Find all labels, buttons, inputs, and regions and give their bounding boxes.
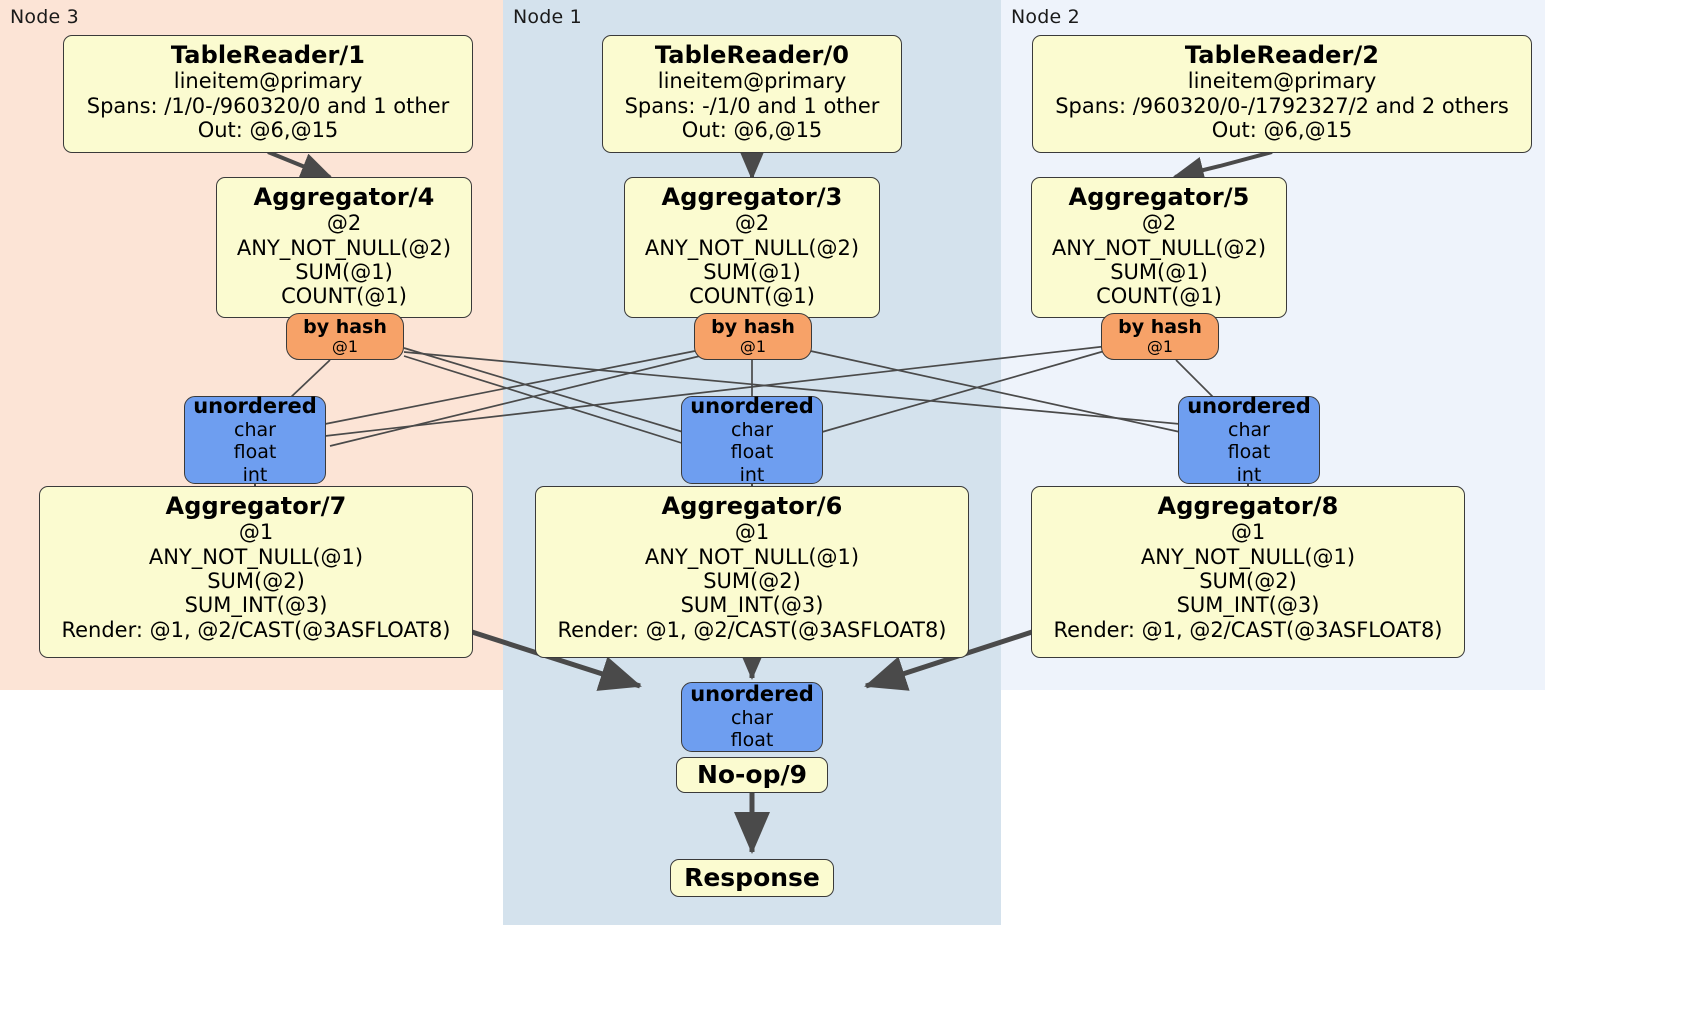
processor-spans: Spans: -/1/0 and 1 other [624, 93, 880, 118]
processor-render: Render: @1, @2/CAST(@3ASFLOAT8) [1053, 617, 1443, 642]
unordered-router-node1[interactable]: unordered char float int [681, 394, 823, 486]
processor-out: Out: @6,@15 [197, 118, 339, 143]
final-unordered-router[interactable]: unordered char float [681, 682, 823, 752]
processor-agg-1: SUM(@1) [1110, 260, 1208, 285]
unordered-router-node2[interactable]: unordered char float int [1178, 394, 1320, 486]
router-type-0: char [731, 418, 773, 441]
processor-aggregator-5[interactable]: Aggregator/5 @2 ANY_NOT_NULL(@2) SUM(@1)… [1031, 177, 1287, 318]
hash-router-title: by hash [303, 315, 387, 338]
processor-agg-1: SUM(@2) [703, 569, 801, 594]
node-panel-label-node1: Node 1 [513, 6, 582, 28]
processor-title: TableReader/1 [170, 41, 366, 69]
router-type-2: int [1236, 463, 1262, 486]
processor-aggregator-4[interactable]: Aggregator/4 @2 ANY_NOT_NULL(@2) SUM(@1)… [216, 177, 472, 318]
processor-group: @1 [1230, 520, 1266, 545]
router-title: unordered [690, 682, 814, 707]
router-type-1: float [233, 441, 277, 464]
processor-agg-2: SUM_INT(@3) [680, 593, 824, 618]
processor-agg-0: ANY_NOT_NULL(@2) [644, 235, 860, 260]
router-type-1: float [730, 729, 774, 752]
processor-agg-0: ANY_NOT_NULL(@2) [236, 235, 452, 260]
processor-agg-1: SUM(@2) [1199, 569, 1297, 594]
router-type-2: int [242, 463, 268, 486]
hash-router-key: @1 [331, 336, 359, 356]
processor-aggregator-3[interactable]: Aggregator/3 @2 ANY_NOT_NULL(@2) SUM(@1)… [624, 177, 880, 318]
hash-router-key: @1 [1146, 336, 1174, 356]
processor-group: @2 [1141, 211, 1177, 236]
processor-title: Aggregator/8 [1157, 492, 1339, 520]
processor-agg-2: COUNT(@1) [1096, 284, 1222, 309]
processor-title: Aggregator/3 [661, 183, 843, 211]
processor-render: Render: @1, @2/CAST(@3ASFLOAT8) [557, 617, 947, 642]
processor-agg-2: SUM_INT(@3) [1176, 593, 1320, 618]
processor-out: Out: @6,@15 [681, 118, 823, 143]
processor-agg-0: ANY_NOT_NULL(@1) [1140, 544, 1356, 569]
processor-aggregator-8[interactable]: Aggregator/8 @1 ANY_NOT_NULL(@1) SUM(@2)… [1031, 486, 1465, 658]
node-panel-label-node2: Node 2 [1011, 6, 1080, 28]
processor-agg-0: ANY_NOT_NULL(@1) [644, 544, 860, 569]
processor-render: Render: @1, @2/CAST(@3ASFLOAT8) [61, 617, 451, 642]
router-type-0: char [1228, 418, 1270, 441]
processor-group: @2 [734, 211, 770, 236]
processor-table: lineitem@primary [1187, 69, 1377, 94]
processor-group: @1 [734, 520, 770, 545]
processor-table: lineitem@primary [657, 69, 847, 94]
processor-group: @1 [238, 520, 274, 545]
router-title: unordered [690, 394, 814, 419]
router-type-2: int [739, 463, 765, 486]
processor-aggregator-6[interactable]: Aggregator/6 @1 ANY_NOT_NULL(@1) SUM(@2)… [535, 486, 969, 658]
processor-agg-2: SUM_INT(@3) [184, 593, 328, 618]
processor-title: Aggregator/5 [1068, 183, 1250, 211]
router-type-1: float [1227, 441, 1271, 464]
processor-aggregator-7[interactable]: Aggregator/7 @1 ANY_NOT_NULL(@1) SUM(@2)… [39, 486, 473, 658]
processor-agg-2: COUNT(@1) [689, 284, 815, 309]
processor-title: Aggregator/6 [661, 492, 843, 520]
processor-noop-9[interactable]: No-op/9 [676, 757, 828, 793]
processor-agg-1: SUM(@2) [207, 569, 305, 594]
hash-router-node2[interactable]: by hash @1 [1101, 313, 1219, 360]
processor-title: TableReader/0 [654, 41, 850, 69]
hash-router-node1[interactable]: by hash @1 [694, 313, 812, 360]
processor-title: Response [684, 863, 820, 893]
router-title: unordered [1187, 394, 1311, 419]
processor-agg-0: ANY_NOT_NULL(@1) [148, 544, 364, 569]
unordered-router-node3[interactable]: unordered char float int [184, 394, 326, 486]
processor-table-reader-0[interactable]: TableReader/0 lineitem@primary Spans: -/… [602, 35, 902, 153]
processor-title: Aggregator/7 [165, 492, 347, 520]
processor-response[interactable]: Response [670, 859, 834, 897]
router-type-0: char [731, 706, 773, 729]
router-type-1: float [730, 441, 774, 464]
processor-group: @2 [326, 211, 362, 236]
processor-agg-1: SUM(@1) [703, 260, 801, 285]
node-panel-label-node3: Node 3 [10, 6, 79, 28]
processor-spans: Spans: /1/0-/960320/0 and 1 other [86, 93, 450, 118]
processor-agg-2: COUNT(@1) [281, 284, 407, 309]
processor-table: lineitem@primary [173, 69, 363, 94]
processor-table-reader-2[interactable]: TableReader/2 lineitem@primary Spans: /9… [1032, 35, 1532, 153]
hash-router-title: by hash [1118, 315, 1202, 338]
hash-router-title: by hash [711, 315, 795, 338]
hash-router-key: @1 [739, 336, 767, 356]
processor-title: Aggregator/4 [253, 183, 435, 211]
processor-agg-1: SUM(@1) [295, 260, 393, 285]
processor-title: No-op/9 [696, 760, 808, 790]
router-type-0: char [234, 418, 276, 441]
processor-title: TableReader/2 [1184, 41, 1380, 69]
processor-out: Out: @6,@15 [1211, 118, 1353, 143]
router-title: unordered [193, 394, 317, 419]
hash-router-node3[interactable]: by hash @1 [286, 313, 404, 360]
processor-spans: Spans: /960320/0-/1792327/2 and 2 others [1055, 93, 1509, 118]
processor-agg-0: ANY_NOT_NULL(@2) [1051, 235, 1267, 260]
processor-table-reader-1[interactable]: TableReader/1 lineitem@primary Spans: /1… [63, 35, 473, 153]
